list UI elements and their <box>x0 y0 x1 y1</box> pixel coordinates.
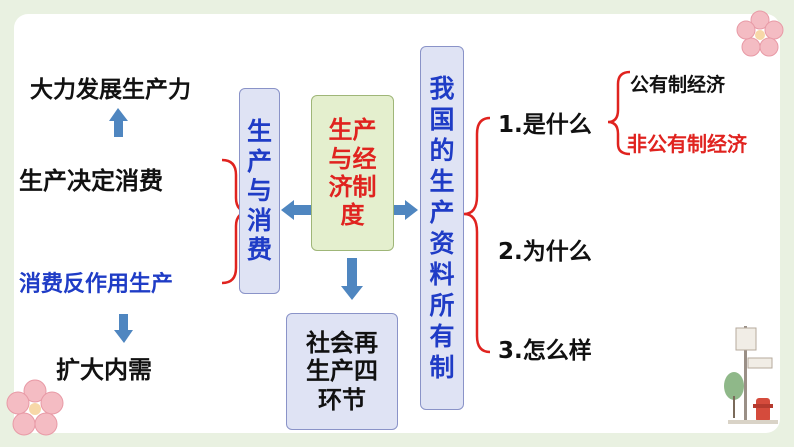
label-consumption-reacts-production: 消费反作用生产 <box>19 272 174 297</box>
arrow-center-down-icon <box>341 258 363 300</box>
arrow-up-icon <box>109 108 128 137</box>
label-production-decides-consumption: 生产决定消费 <box>19 167 163 195</box>
label-develop-productivity: 大力发展生产力 <box>30 77 191 103</box>
box-production-consumption: 生产与消费 <box>239 88 280 294</box>
right-red-bracket <box>463 116 491 354</box>
label-non-public-economy: 非公有制经济 <box>627 132 747 156</box>
label-public-economy: 公有制经济 <box>630 74 726 96</box>
arrow-left-icon <box>281 200 312 220</box>
box-production-consumption-text: 生产与消费 <box>246 117 272 265</box>
box-center-production-economic-system: 生产与经济制度 <box>311 95 394 251</box>
arrow-down-icon <box>114 314 133 343</box>
label-why: 2.为什么 <box>498 239 592 265</box>
arrow-right-icon <box>393 200 418 220</box>
label-expand-domestic-demand: 扩大内需 <box>56 356 152 384</box>
flower-icon-top-right <box>735 10 785 60</box>
box-ownership-text: 我国的生产资料所有制 <box>429 74 455 382</box>
box-center-text: 生产与经济制度 <box>328 116 377 230</box>
flower-icon-bottom-left <box>4 378 66 440</box>
signpost-tree-icon <box>722 318 782 428</box>
label-what-is-it: 1.是什么 <box>498 112 592 138</box>
box-ownership: 我国的生产资料所有制 <box>420 46 464 410</box>
box-social-reproduction-text: 社会再生产四环节 <box>305 329 378 414</box>
label-how: 3.怎么样 <box>498 338 592 364</box>
box-social-reproduction: 社会再生产四环节 <box>286 313 398 430</box>
small-red-bracket <box>607 70 631 156</box>
